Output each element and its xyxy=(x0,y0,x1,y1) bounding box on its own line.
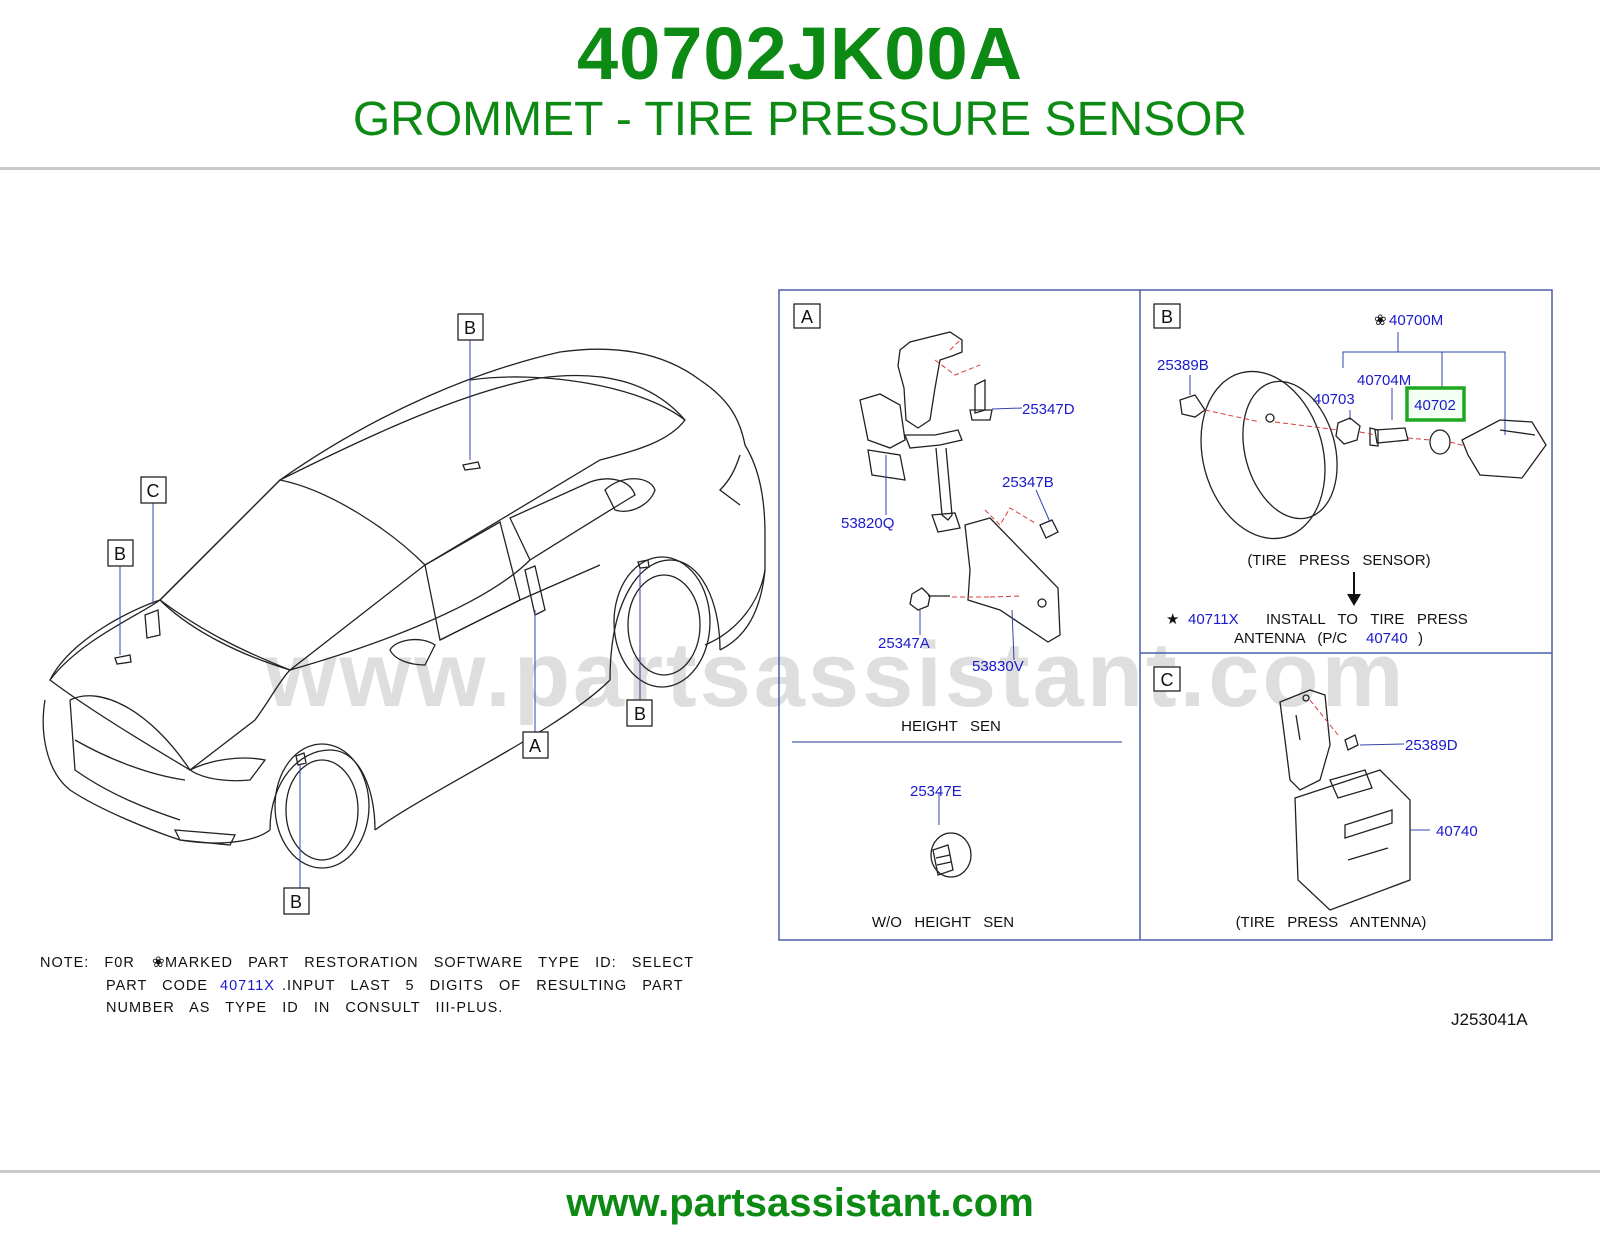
callout-40740: 40740 xyxy=(1436,823,1478,840)
callout-53820q: 53820Q xyxy=(841,515,894,532)
car-label-b-front-left: B xyxy=(114,544,126,564)
callout-53830v: 53830V xyxy=(972,658,1024,675)
down-arrow-icon xyxy=(1347,572,1361,606)
caption-tire-press-sensor: (TIRE PRESS SENSOR) xyxy=(1247,552,1430,569)
callout-25347e: 25347E xyxy=(910,783,962,800)
callout-25389d: 25389D xyxy=(1405,737,1458,754)
part-number-title: 40702JK00A xyxy=(576,12,1024,95)
note-close-paren: ) xyxy=(1418,630,1423,647)
note-part-40740: 40740 xyxy=(1366,630,1408,647)
callout-25389b: 25389B xyxy=(1157,357,1209,374)
caption-height-sen: HEIGHT SEN xyxy=(901,718,1001,735)
tire-press-antenna-drawing xyxy=(1279,689,1411,911)
panel-b-tag: B xyxy=(1161,307,1173,327)
panel-c: C 25389D 40740 (TIRE PRESS ANTENNA) xyxy=(1153,666,1478,931)
height-sensor-drawing xyxy=(859,331,1061,643)
page-header: 40702JK00A GROMMET - TIRE PRESSURE SENSO… xyxy=(0,0,1600,170)
header-divider xyxy=(0,167,1600,170)
panel-a: A xyxy=(793,303,1075,931)
callout-40702: 40702 xyxy=(1414,397,1456,414)
note-antenna-text: ANTENNA (P/C xyxy=(1234,630,1348,647)
clip-25347e-drawing xyxy=(930,832,972,878)
car-illustration xyxy=(42,348,766,869)
car-label-b-rear: B xyxy=(634,704,646,724)
footer-url[interactable]: www.partsassistant.com xyxy=(566,1181,1034,1225)
panel-a-tag: A xyxy=(801,307,813,327)
car-label-c-front: C xyxy=(147,481,160,501)
note-line-3: NUMBER AS TYPE ID IN CONSULT III-PLUS. xyxy=(106,1000,503,1016)
note-line-1: NOTE: F0R MARKED PART RESTORATION SOFTWA… xyxy=(40,955,694,971)
highlight-box-40702 xyxy=(1405,386,1466,422)
star-icon: ★ xyxy=(1166,611,1179,628)
callout-25347a: 25347A xyxy=(878,635,930,652)
note-line-2-a: PART CODE xyxy=(106,978,208,994)
panel-a-red-guides xyxy=(934,339,1036,598)
note-install-text: INSTALL TO TIRE PRESS xyxy=(1266,611,1468,628)
car-label-a-center: A xyxy=(529,736,541,756)
panel-frames xyxy=(778,289,1553,941)
note-part-40711x: 40711X xyxy=(1188,611,1239,628)
caption-wo-height-sen: W/O HEIGHT SEN xyxy=(872,914,1014,931)
panel-b: B ❀ 40700M 25389B 40704M 40703 40702 xyxy=(1153,303,1547,647)
callout-40703: 40703 xyxy=(1313,391,1355,408)
restoration-note: NOTE: F0R MARKED PART RESTORATION SOFTWA… xyxy=(40,954,694,1016)
panel-c-tag: C xyxy=(1161,670,1174,690)
footer-divider xyxy=(0,1170,1600,1173)
note-flower-icon: ❀ xyxy=(152,954,165,971)
car-label-tags xyxy=(107,313,653,915)
tire-sensor-drawing xyxy=(1179,370,1547,540)
asterisk-mark-icon: ❀ xyxy=(1374,312,1387,329)
callout-25347b: 25347B xyxy=(1002,474,1054,491)
caption-tire-press-antenna: (TIRE PRESS ANTENNA) xyxy=(1236,914,1427,931)
note-line-2-b: .INPUT LAST 5 DIGITS OF RESULTING PART xyxy=(282,978,684,994)
car-label-b-roof: B xyxy=(464,318,476,338)
car-label-b-front-wheel: B xyxy=(290,892,302,912)
watermark: www.partsassistant.com xyxy=(264,624,1406,726)
callout-40704m: 40704M xyxy=(1357,372,1411,389)
car-callout-leaders xyxy=(119,340,641,888)
callout-40700m: 40700M xyxy=(1389,312,1443,329)
part-name-subtitle: GROMMET - TIRE PRESSURE SENSOR xyxy=(352,93,1248,146)
parts-diagram: www.partsassistant.com xyxy=(40,289,1553,1029)
callout-25347d: 25347D xyxy=(1022,401,1075,418)
note-line-2-part: 40711X xyxy=(220,978,275,994)
diagram-id: J253041A xyxy=(1451,1010,1528,1029)
